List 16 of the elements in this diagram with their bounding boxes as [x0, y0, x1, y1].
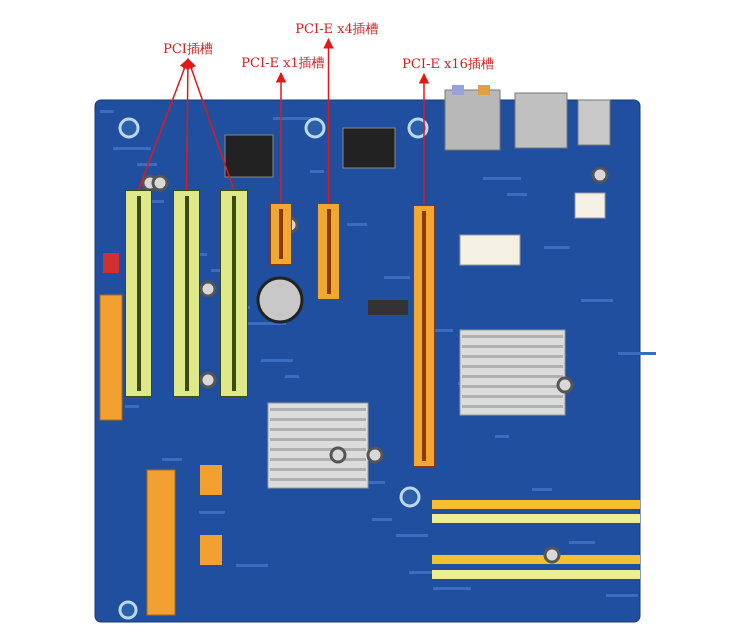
slot-label: PCI-E x4插槽 — [295, 20, 379, 38]
pci-slot — [173, 190, 200, 397]
arrow — [186, 58, 235, 190]
arrow — [276, 72, 286, 203]
arrow — [418, 72, 430, 205]
pcie-slot — [413, 205, 435, 467]
arrow — [182, 58, 194, 190]
slot-label: PCI-E x1插槽 — [241, 54, 325, 72]
pci-slot — [220, 190, 248, 397]
arrow — [138, 58, 190, 190]
arrow — [323, 38, 334, 203]
slot-label: PCI插槽 — [163, 40, 213, 58]
pci-slot — [125, 190, 152, 397]
pcie-slot — [317, 203, 340, 300]
slot-label: PCI-E x16插槽 — [402, 55, 494, 73]
pcie-slot — [270, 203, 292, 265]
